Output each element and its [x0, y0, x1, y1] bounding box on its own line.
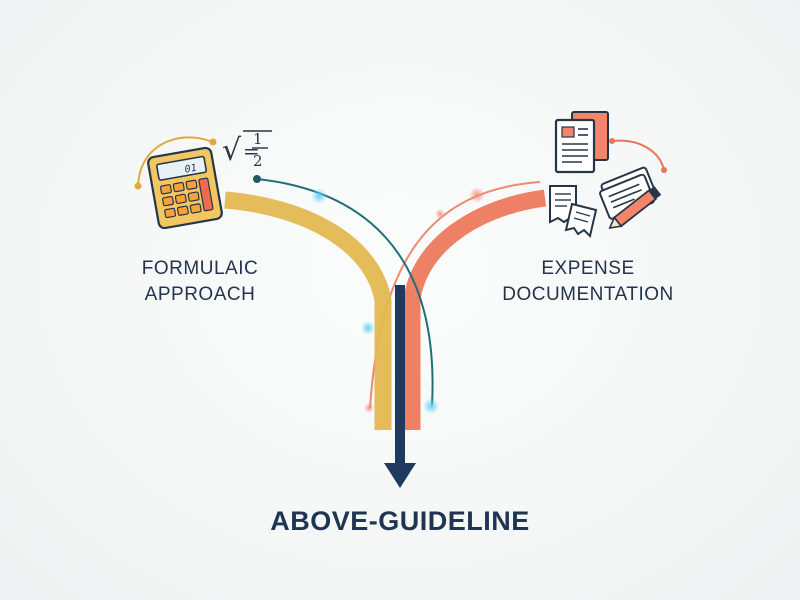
- expense-documentation-label: EXPENSE DOCUMENTATION: [478, 256, 698, 308]
- calculator-arc: [137, 136, 213, 187]
- right-label-line-1: EXPENSE: [541, 258, 635, 279]
- receipts-icon: [549, 185, 598, 238]
- documents-icon: [554, 111, 609, 174]
- documents-arc: [611, 139, 665, 171]
- glow-dot: [469, 187, 485, 203]
- svg-text:2: 2: [253, 152, 263, 170]
- calculator-display: 01: [184, 163, 198, 176]
- formulaic-approach-label: FORMULAIC APPROACH: [120, 256, 280, 308]
- central-arrow-head: [384, 463, 416, 488]
- left-label-line-2: APPROACH: [144, 284, 256, 305]
- svg-text:√: √: [222, 133, 242, 168]
- svg-text:1: 1: [253, 130, 263, 148]
- teal-line-start-dot: [253, 175, 261, 183]
- glow-dot: [435, 209, 445, 219]
- square-root-formula-icon: √ = 1 2: [222, 130, 272, 170]
- glow-dot: [361, 321, 375, 335]
- glow-dot: [423, 398, 439, 414]
- pencil-icon: [599, 166, 662, 230]
- calculator-icon: 01: [147, 146, 223, 230]
- left-path-band: [224, 191, 392, 430]
- above-guideline-label: ABOVE-GUIDELINE: [270, 506, 530, 536]
- teal-line: [256, 178, 434, 406]
- calculator-arc-dot-left: [134, 182, 142, 190]
- glow-dot: [364, 403, 374, 413]
- right-path-band: [403, 189, 547, 430]
- documents-arc-dot-bottom: [661, 167, 667, 173]
- right-label-line-2: DOCUMENTATION: [502, 284, 674, 305]
- calculator-arc-dot-right: [209, 138, 217, 146]
- svg-text:=: =: [243, 139, 260, 163]
- documents-arc-dot-top: [609, 138, 615, 144]
- glow-dot: [311, 188, 327, 204]
- left-label-line-1: FORMULAIC: [141, 258, 259, 279]
